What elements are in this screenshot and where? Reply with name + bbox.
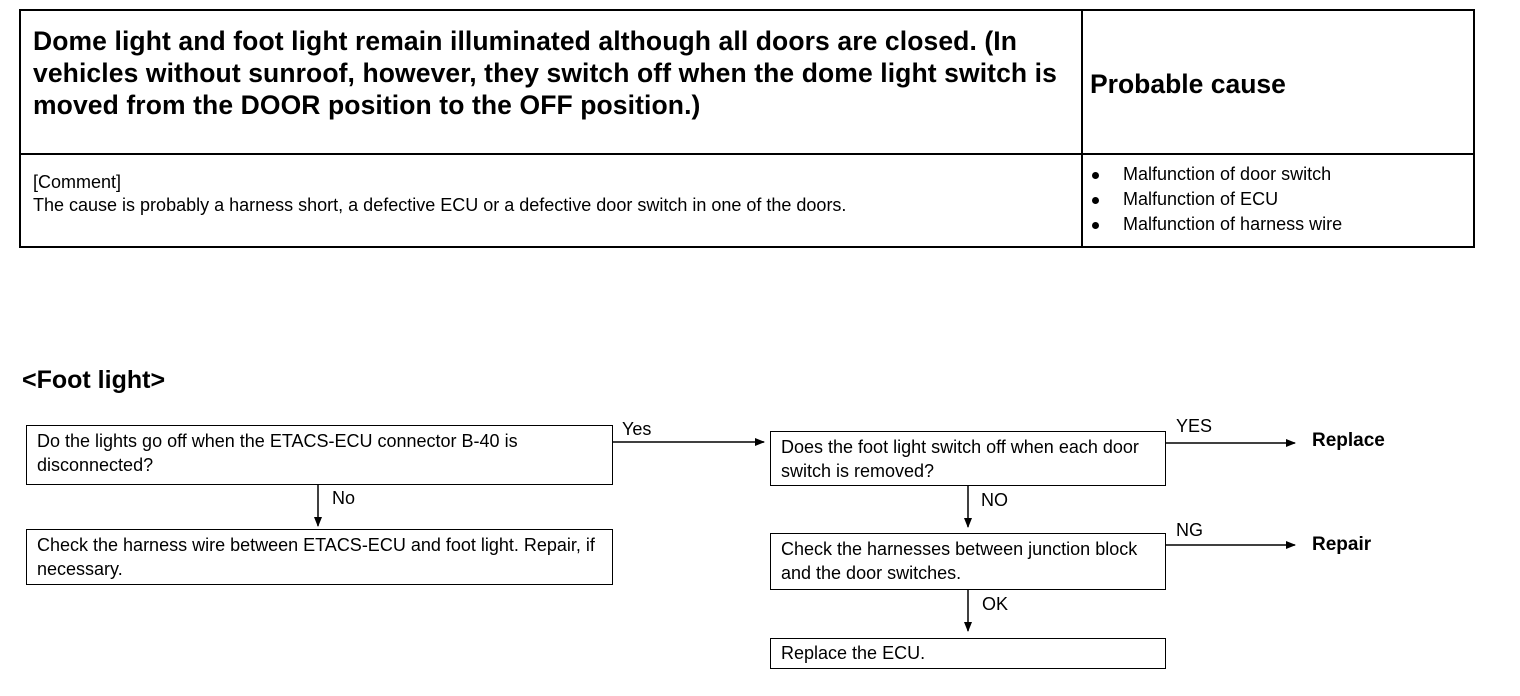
action-box-replace-ecu: Replace the ECU. xyxy=(770,638,1166,669)
question-box-ecu-connector: Do the lights go off when the ETACS-ECU … xyxy=(26,425,613,485)
cause-item: Malfunction of harness wire xyxy=(1092,214,1342,235)
comment-text: The cause is probably a harness short, a… xyxy=(33,195,847,215)
action-box-check-junction: Check the harnesses between junction blo… xyxy=(770,533,1166,590)
question-text: Does the foot light switch off when each… xyxy=(781,437,1139,481)
bullet-icon xyxy=(1092,171,1099,179)
symptom-table: Dome light and foot light remain illumin… xyxy=(19,9,1475,248)
cause-text: Malfunction of harness wire xyxy=(1123,214,1343,234)
bullet-icon xyxy=(1092,221,1099,229)
section-title: <Foot light> xyxy=(22,366,166,394)
cause-item: Malfunction of ECU xyxy=(1092,189,1278,210)
cause-text: Malfunction of door switch xyxy=(1123,164,1332,184)
symptom-title: Dome light and foot light remain illumin… xyxy=(33,26,1057,120)
table-row-divider xyxy=(21,153,1473,155)
comment-label: [Comment] xyxy=(33,172,122,192)
result-repair: Repair xyxy=(1312,534,1372,555)
no-label: No xyxy=(332,488,356,508)
ng-label: NG xyxy=(1176,520,1203,540)
yes-label: Yes xyxy=(622,419,652,439)
question-box-door-switch: Does the foot light switch off when each… xyxy=(770,431,1166,486)
yes-label-2: YES xyxy=(1176,416,1213,436)
probable-cause-header: Probable cause xyxy=(1090,69,1286,99)
bullet-icon xyxy=(1092,196,1099,204)
no-label-2: NO xyxy=(981,490,1008,510)
action-box-check-harness: Check the harness wire between ETACS-ECU… xyxy=(26,529,613,585)
cause-item: Malfunction of door switch xyxy=(1092,164,1331,185)
question-text: Do the lights go off when the ETACS-ECU … xyxy=(37,431,518,475)
result-replace: Replace xyxy=(1312,430,1385,451)
cause-text: Malfunction of ECU xyxy=(1123,189,1279,209)
action-text: Replace the ECU. xyxy=(781,643,926,663)
action-text: Check the harnesses between junction blo… xyxy=(781,539,1138,583)
ok-label: OK xyxy=(982,594,1009,614)
table-column-divider xyxy=(1081,11,1083,246)
action-text: Check the harness wire between ETACS-ECU… xyxy=(37,535,595,579)
